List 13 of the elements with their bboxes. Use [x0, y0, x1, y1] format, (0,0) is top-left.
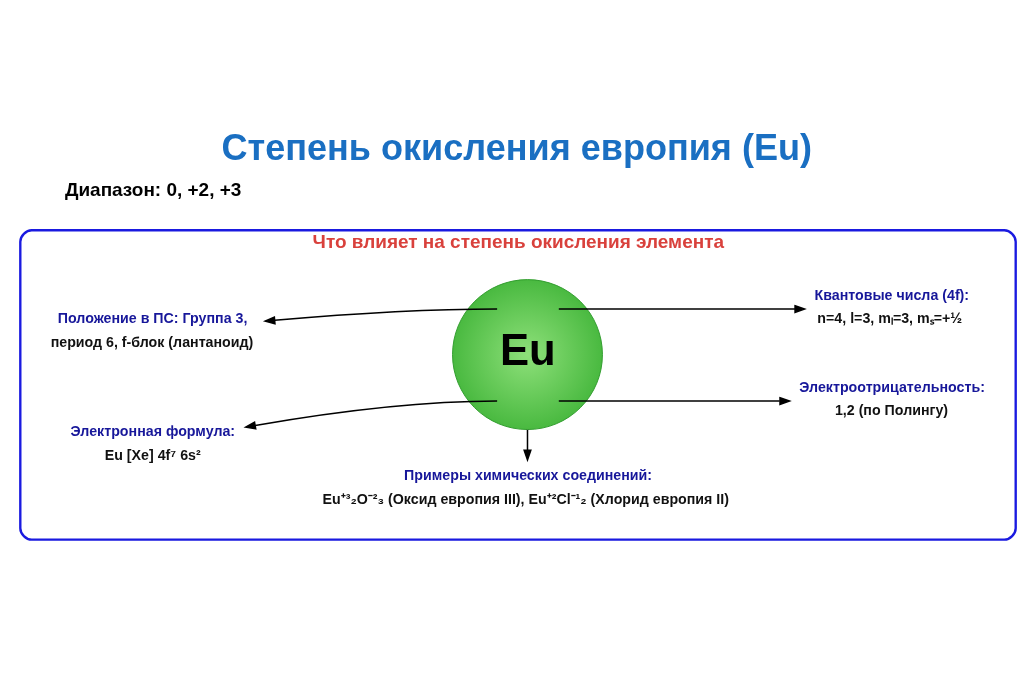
arrow [523, 428, 532, 462]
node-circle: Eu [452, 278, 603, 430]
node-text: Электронная формула: Eu [Xe] 4f⁷ 6s² [70, 422, 236, 463]
arrow [262, 307, 498, 325]
arrow [558, 396, 792, 405]
node-text: Квантовые числа (4f): n=4, l=3, mₗ=3, mₛ=+½ [814, 286, 970, 326]
node-text: Положение в ПС: Группа 3, период 6, f-блок (лантаноид) [50, 309, 254, 350]
node-text: Электроотрицательность: 1,2 (по Полингу) [799, 378, 985, 418]
arrow [558, 304, 807, 313]
label: Диапазон: 0, +2, +3 [64, 178, 242, 200]
diagram-title: Степень окисления европия (Eu) [221, 125, 812, 167]
arrow [243, 399, 498, 430]
node-text: Примеры химических соединений: Eu⁺³₂O⁻²₃ (Оксид европия III), Eu⁺²Cl⁻¹₂ (Хлорид европия II) [322, 466, 730, 507]
